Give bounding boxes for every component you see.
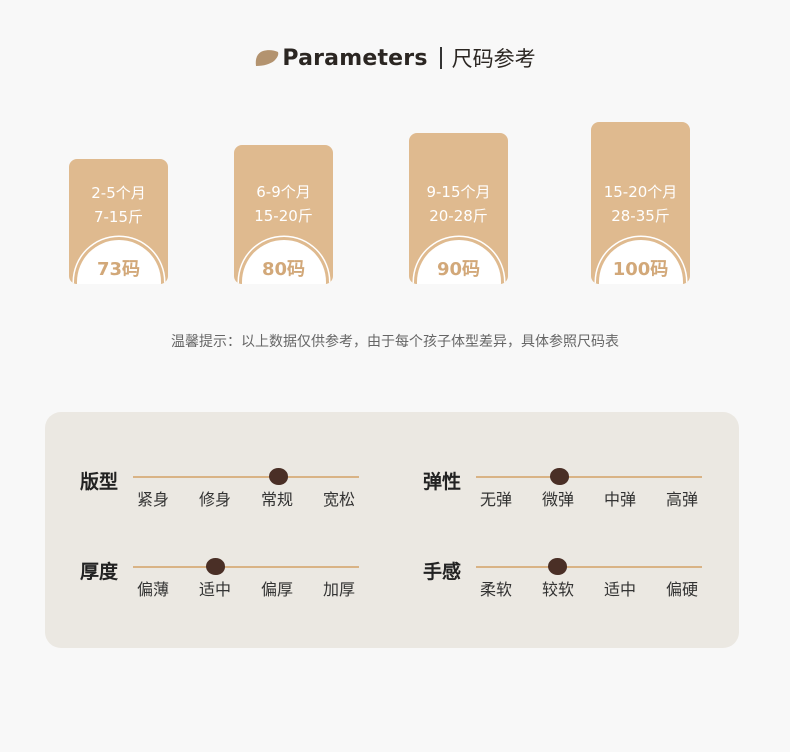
size-card-weight: 15-20斤 [254,207,313,225]
attr-label-elasticity: 弹性 [423,471,462,493]
attr-option: 修身 [198,490,231,509]
size-card-weight: 20-28斤 [429,207,488,225]
attr-option: 柔软 [479,580,512,599]
size-card-size: 73码 [96,259,141,280]
size-card-age: 15-20个月 [603,183,678,201]
size-card-size: 90码 [436,259,481,280]
attr-option: 加厚 [322,580,355,599]
size-card-80: 6-9个月 15-20斤 80码 [234,145,333,284]
attr-option: 微弹 [541,490,574,509]
attr-label-thickness: 厚度 [80,561,119,583]
size-card-weight: 7-15斤 [93,208,144,226]
attribute-panel: 版型 紧身 修身 常规 宽松 弹性 无弹 微弹 中弹 高弹 厚度 偏薄 适中 偏… [45,412,739,648]
attr-option: 偏厚 [260,580,293,599]
attr-label-feel: 手感 [423,561,462,583]
size-card-age: 9-15个月 [426,183,491,201]
size-card-100: 15-20个月 28-35斤 100码 [591,122,690,284]
attr-option: 宽松 [322,490,355,509]
attr-option: 较软 [541,580,574,599]
attr-indicator-thickness [206,558,225,575]
attr-indicator-feel [548,558,567,575]
attr-label-fit: 版型 [80,471,119,493]
attr-option: 偏硬 [665,580,698,599]
size-card-90: 9-15个月 20-28斤 90码 [409,133,508,284]
attr-option: 无弹 [479,490,512,509]
size-card-size: 100码 [612,259,669,280]
brush-stroke-icon [256,50,279,66]
attr-option: 紧身 [136,490,169,509]
attr-option: 常规 [260,490,293,509]
attr-track-fit [133,476,359,478]
title-english: Parameters [282,45,428,71]
attr-option: 中弹 [603,490,636,509]
attr-track-feel [476,566,702,568]
attr-indicator-fit [269,468,288,485]
attr-track-elasticity [476,476,702,478]
page-title: Parameters 尺码参考 [0,40,790,76]
attr-option: 偏薄 [136,580,169,599]
size-card-age: 6-9个月 [256,183,311,201]
title-divider [439,47,442,69]
size-card-size: 80码 [261,259,306,280]
size-tip: 温馨提示：以上数据仅供参考，由于每个孩子体型差异，具体参照尺码表 [171,334,619,350]
attr-track-thickness [133,566,359,568]
attr-indicator-elasticity [550,468,569,485]
size-card-age: 2-5个月 [91,184,146,202]
attr-option: 适中 [603,580,636,599]
size-card-weight: 28-35斤 [611,207,670,225]
title-chinese: 尺码参考 [451,47,536,71]
size-card-73: 2-5个月 7-15斤 73码 [69,159,168,284]
attr-option: 高弹 [665,490,698,509]
attr-option: 适中 [198,580,231,599]
